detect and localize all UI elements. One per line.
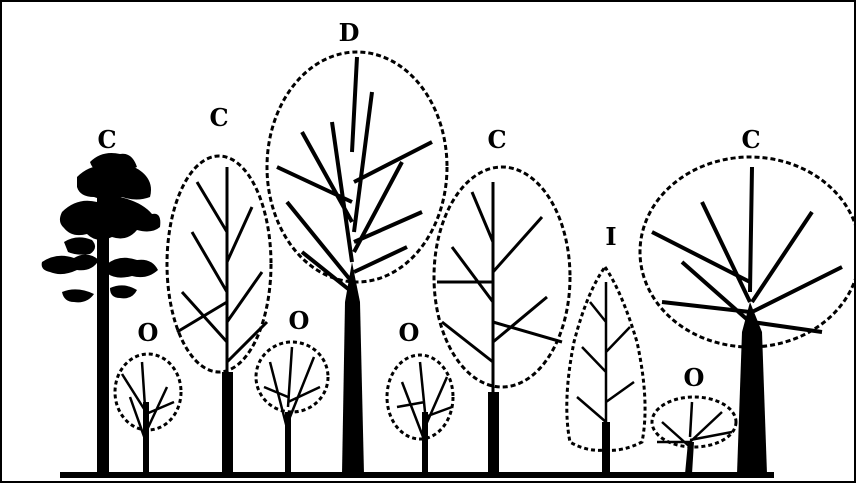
label-tree-shrub: O [684,366,705,390]
tree-sapling-1 [115,354,181,474]
tree-sapling-2 [256,342,328,474]
label-tree-conifer-left: C [97,128,116,152]
label-tree-tall-oval: C [209,106,228,130]
tree-conifer-left [42,153,161,474]
label-tree-narrow: I [605,225,616,249]
label-tree-sapling-2: O [289,309,310,333]
tree-sapling-3 [387,355,453,474]
label-tree-tallest: D [339,21,360,45]
label-tree-sapling-1: O [138,321,159,345]
tree-narrow [567,267,645,474]
label-tree-mid-oval: C [487,128,506,152]
tree-tall-oval [167,156,271,474]
label-tree-spreading: C [741,128,760,152]
ground-line [60,472,774,478]
tree-mid-oval [434,167,570,474]
label-tree-sapling-3: O [399,321,420,345]
tree-shrub [652,397,736,474]
tree-spreading [640,157,856,474]
tree-tallest [267,52,447,474]
